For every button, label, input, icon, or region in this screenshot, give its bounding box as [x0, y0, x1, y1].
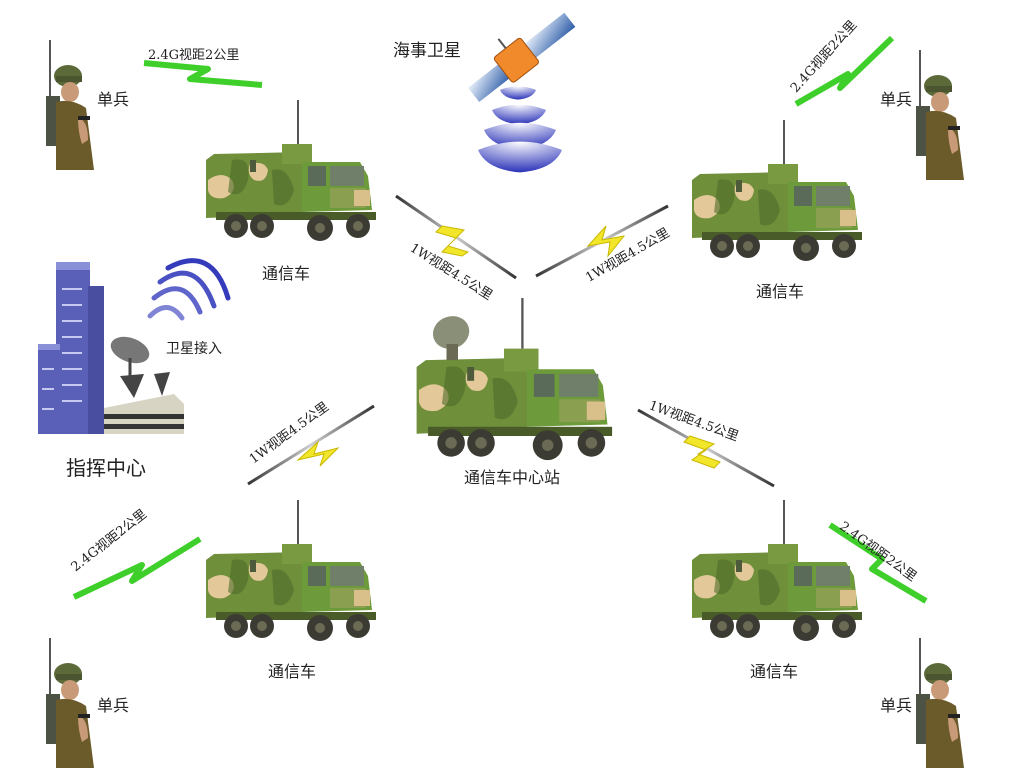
command-center-label: 指挥中心 — [66, 456, 146, 480]
lightning-bolt-icon — [637, 408, 775, 488]
truck-icon — [691, 119, 863, 262]
satellite-label: 海事卫星 — [393, 41, 461, 61]
vehicle-bottom-left-label: 通信车 — [268, 662, 317, 681]
soldier-bottom-left-label: 单兵 — [97, 696, 130, 715]
truck-icon — [205, 499, 377, 642]
soldier-icon — [915, 49, 965, 181]
hub-truck-icon — [415, 296, 614, 462]
command-center-building-icon — [38, 258, 231, 434]
soldier-icon — [915, 637, 965, 768]
satellite-node — [468, 10, 576, 180]
satellite-icon — [468, 12, 576, 173]
lightning-bolt-icon — [395, 194, 517, 280]
lightning-bolt-icon — [247, 404, 375, 486]
vehicle-bottom-right-label: 通信车 — [750, 662, 799, 681]
lightning-bolt-icon — [828, 522, 928, 604]
soldier-icon — [45, 637, 95, 768]
lightning-bolt-icon — [535, 204, 669, 278]
soldier-top-left-label: 单兵 — [97, 90, 130, 109]
soldier-top-right-label: 单兵 — [880, 90, 913, 109]
lightning-bolt-icon — [72, 536, 202, 600]
vehicle-top-right-label: 通信车 — [756, 282, 805, 301]
lightning-bolt-icon — [794, 35, 895, 107]
link-label: 2.4G视距2公里 — [148, 48, 240, 63]
truck-icon — [205, 99, 377, 242]
satellite-access-label: 卫星接入 — [166, 341, 222, 357]
soldier-bottom-right-label: 单兵 — [880, 696, 913, 715]
vehicle-top-left-label: 通信车 — [262, 264, 311, 283]
lightning-bolt-icon — [143, 60, 263, 88]
hub-vehicle-label: 通信车中心站 — [464, 468, 561, 487]
